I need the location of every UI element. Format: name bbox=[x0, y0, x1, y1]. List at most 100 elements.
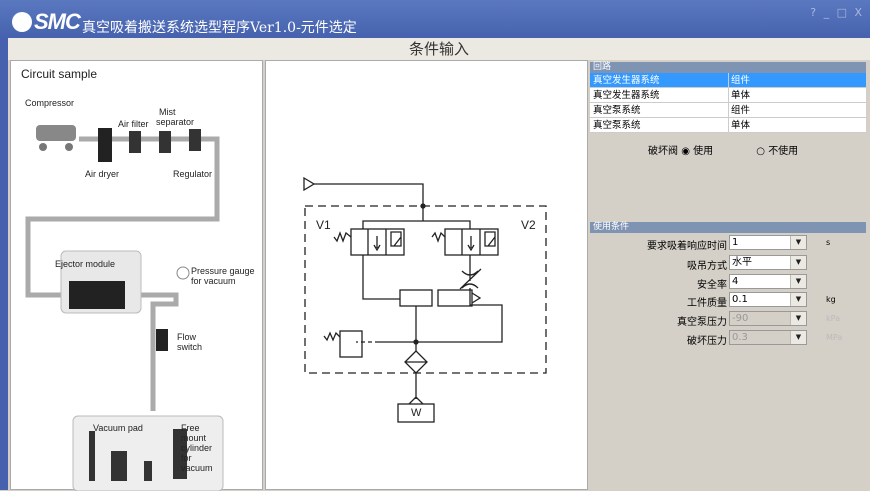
panel-title: Circuit sample bbox=[21, 67, 98, 81]
work-box bbox=[397, 403, 435, 423]
combo-value: 1 bbox=[732, 237, 739, 248]
window-title: 真空吸着搬送系统选型程序Ver1.0-元件选定 bbox=[82, 20, 357, 36]
circuit-header: 回路 bbox=[590, 62, 866, 73]
circuit-row[interactable]: 真空发生器系统 组件 bbox=[590, 73, 866, 88]
cell: 真空发生器系统 bbox=[593, 75, 660, 86]
work-label: W bbox=[411, 407, 422, 419]
lift-method-combo[interactable]: 水平 ▼ bbox=[729, 255, 807, 270]
pressure-switch-symbol bbox=[339, 330, 363, 358]
pneumatic-diagram bbox=[303, 176, 547, 423]
unit: kPa bbox=[826, 314, 840, 323]
free-line: Free bbox=[181, 423, 200, 433]
flow-label: Flow bbox=[177, 332, 197, 342]
response-time-combo[interactable]: 1▼ bbox=[729, 235, 807, 250]
cell: 真空泵系统 bbox=[593, 105, 641, 116]
separator-label: separator bbox=[156, 117, 195, 127]
air-filter-label: Air filter bbox=[118, 119, 149, 129]
v2-label: V2 bbox=[521, 218, 536, 232]
logo-text: SMC bbox=[34, 9, 81, 34]
flow-switch-icon bbox=[156, 329, 168, 351]
break-valve-row: 破坏阀 ◉ 使用 ○ 不使用 bbox=[648, 142, 798, 157]
page-header: 条件输入 bbox=[8, 38, 870, 60]
free-line: cylinder bbox=[181, 443, 213, 453]
ejector-label: Ejector module bbox=[55, 259, 116, 269]
conditions-header: 使用条件 bbox=[590, 222, 866, 233]
radio-use[interactable]: ◉ 使用 bbox=[681, 146, 714, 157]
radio-not-use-label: 不使用 bbox=[768, 146, 799, 157]
left-edge bbox=[0, 38, 8, 490]
cell: 组件 bbox=[728, 103, 750, 118]
break-valve-label: 破坏阀 bbox=[648, 146, 678, 157]
free-mount-label: Free mount cylinder for vacuum bbox=[181, 423, 213, 473]
pneumatic-diagram-panel: V1 V2 W bbox=[265, 60, 588, 490]
field-label: 破坏压力 bbox=[687, 336, 727, 347]
chevron-down-icon[interactable]: ▼ bbox=[790, 275, 806, 288]
filter-symbol bbox=[404, 342, 428, 374]
cell: 组件 bbox=[728, 73, 750, 88]
field-label: 吸吊方式 bbox=[687, 261, 727, 272]
mist-label: Mist bbox=[159, 107, 176, 117]
work-mass-combo[interactable]: 0.1 ▼ bbox=[729, 292, 807, 307]
cell: 真空泵系统 bbox=[593, 120, 641, 131]
break-pressure-combo: 0.3 ▼ bbox=[729, 330, 807, 345]
unit: kg bbox=[826, 295, 836, 304]
air-filter-icon bbox=[129, 131, 141, 153]
radio-use-label: 使用 bbox=[693, 146, 714, 157]
field-label: 安全率 bbox=[697, 280, 727, 291]
switch-label: switch bbox=[177, 342, 203, 352]
chevron-down-icon: ▼ bbox=[790, 312, 806, 325]
air-dryer-icon bbox=[98, 128, 112, 162]
vacuum-pad-label: Vacuum pad bbox=[93, 423, 143, 433]
chevron-down-icon: ▼ bbox=[790, 331, 806, 344]
title-bar: SMC 真空吸着搬送系统选型程序Ver1.0-元件选定 ? _ □ X bbox=[0, 0, 870, 38]
combo-value: 0.3 bbox=[732, 332, 748, 343]
regulator-icon bbox=[189, 129, 201, 151]
radio-not-use[interactable]: ○ 不使用 bbox=[756, 146, 799, 157]
compressor-label: Compressor bbox=[25, 98, 75, 108]
smc-logo: SMC bbox=[12, 9, 81, 35]
circuit-illustration bbox=[25, 125, 224, 491]
field-lift-method: 吸吊方式水平 ▼ bbox=[590, 255, 866, 272]
ejector-symbol bbox=[399, 289, 433, 307]
chevron-down-icon[interactable]: ▼ bbox=[790, 256, 806, 269]
circuit-row[interactable]: 真空泵系统 组件 bbox=[590, 103, 866, 118]
settings-panel: 回路 真空发生器系统组件 真空发生器系统单体 真空泵系统组件 真空泵系统单体 破… bbox=[590, 60, 866, 490]
cell: 单体 bbox=[728, 118, 750, 133]
pressure-gauge-icon bbox=[176, 266, 190, 280]
silencer-symbol bbox=[437, 289, 473, 307]
unit: s bbox=[826, 238, 831, 247]
valve-v1 bbox=[350, 228, 405, 256]
safety-factor-combo[interactable]: 4▼ bbox=[729, 274, 807, 289]
combo-value: 4 bbox=[732, 276, 739, 287]
field-label: 要求吸着响应时间 bbox=[647, 241, 727, 252]
v1-label: V1 bbox=[316, 218, 331, 232]
mist-separator-icon bbox=[159, 131, 171, 153]
free-line: for bbox=[181, 453, 192, 463]
circuit-row[interactable]: 真空发生器系统 单体 bbox=[590, 88, 866, 103]
field-pump-pressure: 真空泵压力 -90 ▼ kPa bbox=[590, 311, 866, 328]
chevron-down-icon[interactable]: ▼ bbox=[790, 236, 806, 249]
supply-triangle-icon bbox=[303, 176, 316, 192]
field-label: 真空泵压力 bbox=[677, 317, 727, 328]
window-controls[interactable]: ? _ □ X bbox=[810, 6, 864, 19]
combo-value: -90 bbox=[732, 313, 749, 324]
circuit-sample-panel: Circuit sample Compressor Mist Air filte… bbox=[10, 60, 263, 491]
combo-value: 0.1 bbox=[732, 294, 748, 305]
unit: MPa bbox=[826, 333, 843, 342]
regulator-label: Regulator bbox=[173, 169, 213, 179]
air-dryer-label: Air dryer bbox=[85, 169, 120, 179]
circuit-row[interactable]: 真空泵系统 单体 bbox=[590, 118, 866, 133]
combo-value: 水平 bbox=[732, 257, 752, 268]
free-line: mount bbox=[181, 433, 207, 443]
cell: 真空发生器系统 bbox=[593, 90, 660, 101]
valve-v2 bbox=[444, 228, 499, 256]
free-line: vacuum bbox=[181, 463, 213, 473]
chevron-down-icon[interactable]: ▼ bbox=[790, 293, 806, 306]
throttle-icon bbox=[362, 255, 482, 300]
cell: 单体 bbox=[728, 88, 750, 103]
field-break-pressure: 破坏压力 0.3 ▼ MPa bbox=[590, 330, 866, 347]
compressor-icon bbox=[36, 125, 76, 141]
